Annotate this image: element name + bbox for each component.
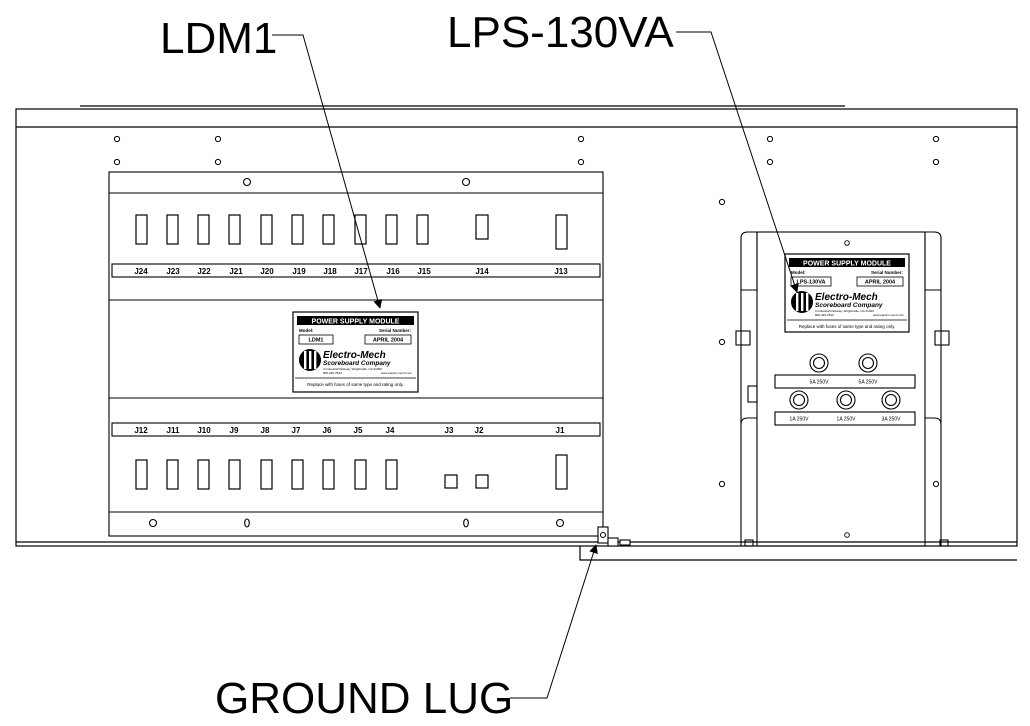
ldm1-top-connector-labels: J24 J23 J22 J21 J20 J19 J18 J17 J16 J15 … [134,267,568,276]
connector-label: J3 [445,426,454,435]
connector-label: J20 [260,267,274,276]
company-logo-icon [791,291,813,313]
callout-ldm1: LDM1 [160,14,277,63]
callout-lps-130va: LPS-130VA [447,8,674,57]
serial-value: APRIL 2004 [865,280,896,286]
fuse-rating: 1A 250V [837,417,857,423]
company-address: 3 Industrial Parkway, Wrightsville, GA 3… [815,309,874,313]
connector-label: J9 [230,426,239,435]
leader-ldm1 [272,34,383,309]
connector-label: J13 [554,267,568,276]
brand-name: Electro-Mech [323,350,386,361]
leader-ground [510,544,598,699]
ldm1-bottom-connectors [135,454,568,490]
serial-value: APRIL 2004 [373,338,404,344]
company-logo-icon [299,349,321,371]
connector-label: J10 [197,426,211,435]
company-address: 3 Industrial Parkway, Wrightsville, GA 3… [323,367,382,371]
company-phone: 800-445-7843 [815,313,834,317]
label-title: POWER SUPPLY MODULE [803,261,891,268]
fuse-rating: 5A 250V [859,380,879,386]
connector-label: J22 [197,267,211,276]
connector-label: J2 [475,426,484,435]
connector-label: J1 [556,426,565,435]
model-value: LPS-130VA [797,280,826,286]
brand-subtitle: Scoreboard Company [323,360,391,367]
company-web: www.electro-mech.com [381,371,413,375]
ground-lug [597,526,631,547]
leader-lps [676,31,799,293]
connector-label: J15 [417,267,431,276]
company-web: www.electro-mech.com [873,313,905,317]
brand-subtitle: Scoreboard Company [815,302,883,309]
serial-caption: Serial Number: [871,270,904,275]
company-phone: 800-445-7843 [323,371,342,375]
label-title: POWER SUPPLY MODULE [312,319,400,326]
enclosure [15,105,1018,561]
connector-label: J17 [354,267,368,276]
ldm1-product-label: POWER SUPPLY MODULE Model: Serial Number… [292,311,419,393]
leader-lines [272,31,799,699]
model-value: LDM1 [309,338,324,344]
serial-caption: Serial Number: [379,328,412,333]
label-footer: Replace with fuses of same type and rati… [799,324,895,329]
connector-label: J21 [229,267,243,276]
fuse-rating: 3A 250V [882,417,902,423]
connector-label: J7 [292,426,301,435]
label-footer: Replace with fuses of same type and rati… [307,382,403,387]
connector-label: J24 [134,267,148,276]
connector-label: J23 [166,267,180,276]
model-caption: Model: [791,270,806,275]
connector-label: J12 [134,426,148,435]
connector-label: J19 [292,267,306,276]
connector-label: J11 [167,426,180,435]
fuse-ratings: 5A 250V 5A 250V 1A 250V 1A 250V 3A 250V [790,380,902,423]
model-caption: Model: [299,328,314,333]
ldm1-bottom-connector-labels: J12 J11 J10 J9 J8 J7 J6 J5 J4 J3 J2 J1 [134,426,565,435]
connector-label: J6 [323,426,332,435]
callout-ground-lug: GROUND LUG [215,674,513,723]
ldm1-board [108,171,604,537]
ldm1-top-connectors [135,214,568,250]
connector-label: J4 [386,426,395,435]
lps-product-label: POWER SUPPLY MODULE Model: Serial Number… [784,253,910,333]
lps-module [735,231,950,547]
connector-label: J5 [354,426,363,435]
brand-name: Electro-Mech [815,292,878,303]
lps-small-holes [844,240,850,538]
fuse-rating: 1A 250V [790,417,810,423]
connector-label: J18 [323,267,337,276]
connector-label: J16 [386,267,400,276]
connector-label: J14 [475,267,489,276]
fuse-holders [789,353,901,410]
mounting-holes [113,135,940,488]
fuse-rating: 5A 250V [810,380,830,386]
connector-label: J8 [261,426,270,435]
